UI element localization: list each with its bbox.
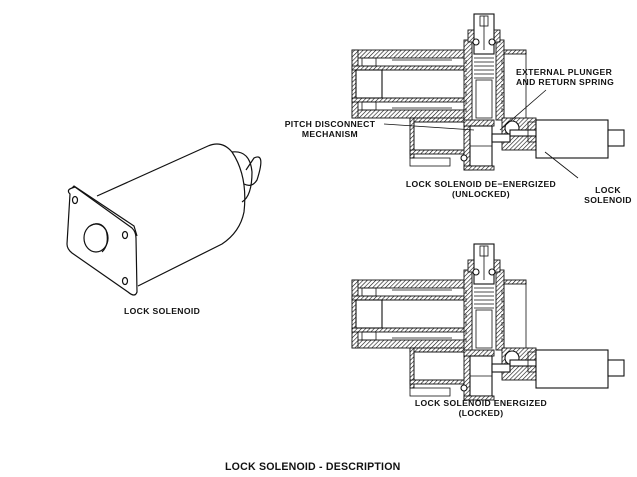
unlocked-caption: LOCK SOLENOID DE−ENERGIZED (UNLOCKED) <box>388 179 574 199</box>
callout-text: MECHANISM <box>301 129 359 139</box>
solenoid-mounting-flange <box>66 186 138 296</box>
callout-text: PITCH DISCONNECT <box>284 119 376 129</box>
callout-text: AND RETURN SPRING <box>516 77 615 87</box>
callout-text: SOLENOID <box>584 195 632 205</box>
leader-line-plunger <box>499 89 547 131</box>
locked-caption: LOCK SOLENOID ENERGIZED (LOCKED) <box>388 398 574 418</box>
figure-title: LOCK SOLENOID - DESCRIPTION <box>225 461 401 473</box>
flange-hole-icon <box>71 195 79 205</box>
external-plunger-callout: EXTERNAL PLUNGER AND RETURN SPRING <box>516 67 614 87</box>
caption-text: (LOCKED) <box>458 408 504 418</box>
isometric-solenoid-label: LOCK SOLENOID <box>124 306 201 316</box>
lock-solenoid-isometric-drawing <box>66 143 262 296</box>
cross-section-locked <box>351 243 625 401</box>
leader-line-pitch-disconnect <box>383 123 475 131</box>
caption-text: (UNLOCKED) <box>452 189 510 199</box>
callout-text: LOCK <box>595 185 621 195</box>
pitch-disconnect-callout: PITCH DISCONNECT MECHANISM <box>275 119 385 139</box>
flange-hole-icon <box>121 230 129 240</box>
solenoid-body-outline <box>96 143 246 287</box>
solenoid-plunger-stub <box>243 156 262 186</box>
flange-hole-icon <box>121 276 129 286</box>
lock-solenoid-callout: LOCK SOLENOID <box>578 185 637 205</box>
cross-section-unlocked <box>351 13 625 171</box>
caption-text: LOCK SOLENOID ENERGIZED <box>414 398 548 408</box>
caption-text: LOCK SOLENOID DE−ENERGIZED <box>405 179 557 189</box>
leader-line-lock-solenoid <box>544 151 579 179</box>
callout-text: EXTERNAL PLUNGER <box>516 67 613 77</box>
